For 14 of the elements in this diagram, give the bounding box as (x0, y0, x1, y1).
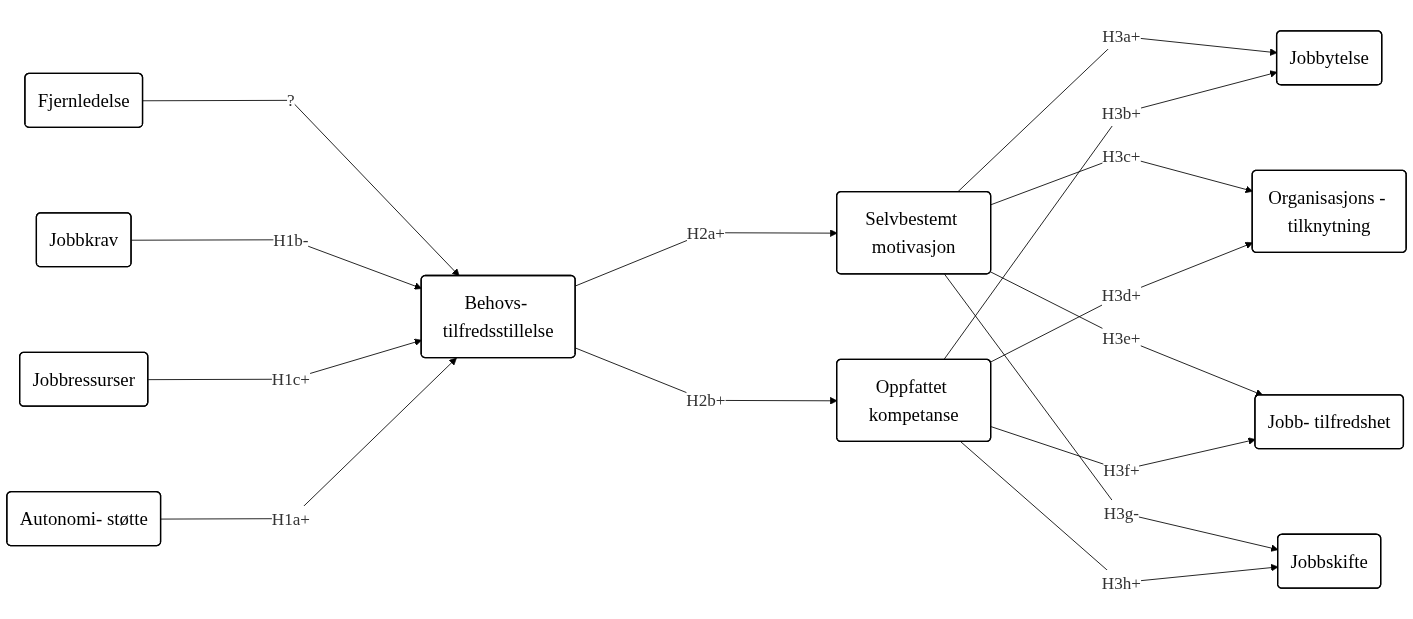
edge-label: H1c+ (271, 369, 310, 389)
edge-label: H1b- (273, 230, 309, 250)
edge-label: H3d+ (1101, 285, 1141, 305)
edge-label: H3f+ (1103, 460, 1140, 480)
edge-label: H3a+ (1102, 26, 1141, 46)
edge-label: H1a+ (271, 509, 310, 529)
edge-label: H2a+ (686, 223, 725, 243)
edge-label: ? (287, 90, 295, 110)
edge-label: H3e+ (1102, 328, 1141, 348)
edge-label: H3c+ (1102, 146, 1141, 166)
edge-label: H2b+ (686, 390, 726, 410)
edge-label: H3b+ (1101, 103, 1141, 123)
edge-label: H3h+ (1101, 573, 1141, 593)
edge-label: H3g- (1103, 503, 1139, 523)
